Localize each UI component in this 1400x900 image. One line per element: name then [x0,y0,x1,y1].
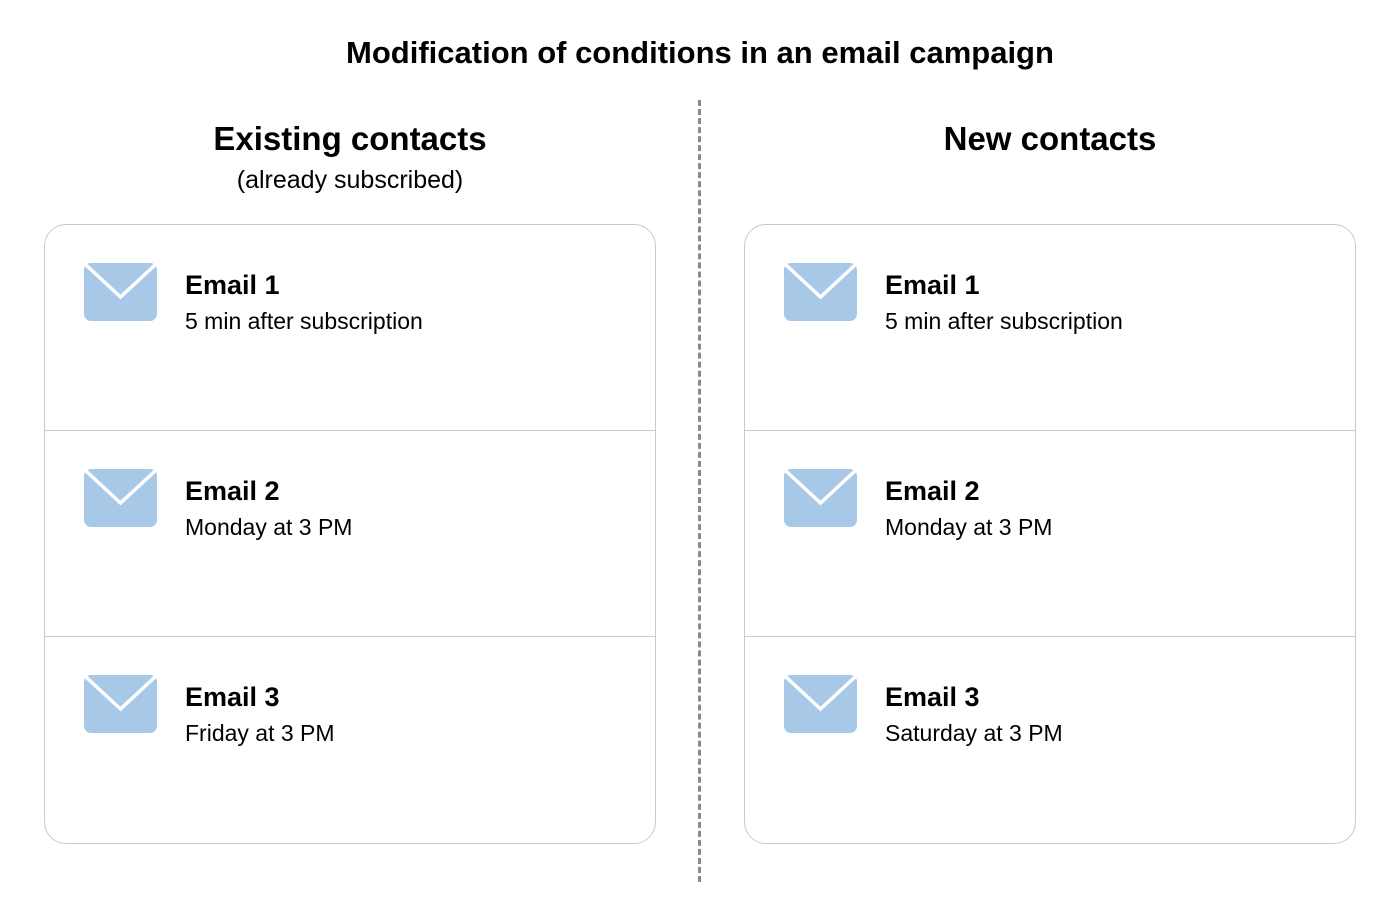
envelope-icon [784,263,857,321]
email-row: Email 3 Friday at 3 PM [45,637,655,842]
email-title: Email 3 [885,682,980,712]
envelope-icon [84,469,157,527]
email-timing: Saturday at 3 PM [885,720,1063,746]
email-timing: Monday at 3 PM [885,514,1053,540]
email-title: Email 3 [185,682,280,712]
envelope-icon [784,469,857,527]
email-timing: Monday at 3 PM [185,514,353,540]
email-title: Email 2 [185,476,280,506]
email-timing: 5 min after subscription [885,308,1123,334]
new-contacts-column: New contacts Email 1 5 min after subscri… [744,118,1356,844]
column-subheading [744,164,1356,196]
page-title: Modification of conditions in an email c… [346,35,1054,70]
email-timing: Friday at 3 PM [185,720,335,746]
envelope-icon [784,675,857,733]
email-title: Email 1 [885,270,980,300]
email-sequence-card: Email 1 5 min after subscription Email 2… [744,224,1356,844]
email-sequence-card: Email 1 5 min after subscription Email 2… [44,224,656,844]
envelope-icon [84,263,157,321]
column-subheading: (already subscribed) [236,166,464,194]
email-row: Email 2 Monday at 3 PM [745,431,1355,637]
column-divider [698,100,701,882]
envelope-icon [84,675,157,733]
email-row: Email 2 Monday at 3 PM [45,431,655,637]
email-timing: 5 min after subscription [185,308,423,334]
email-title: Email 2 [885,476,980,506]
column-heading: Existing contacts [213,120,487,157]
email-row: Email 1 5 min after subscription [745,225,1355,431]
email-row: Email 1 5 min after subscription [45,225,655,431]
email-title: Email 1 [185,270,280,300]
column-heading: New contacts [943,120,1157,157]
email-row: Email 3 Saturday at 3 PM [745,637,1355,842]
existing-contacts-column: Existing contacts (already subscribed) E… [44,118,656,844]
